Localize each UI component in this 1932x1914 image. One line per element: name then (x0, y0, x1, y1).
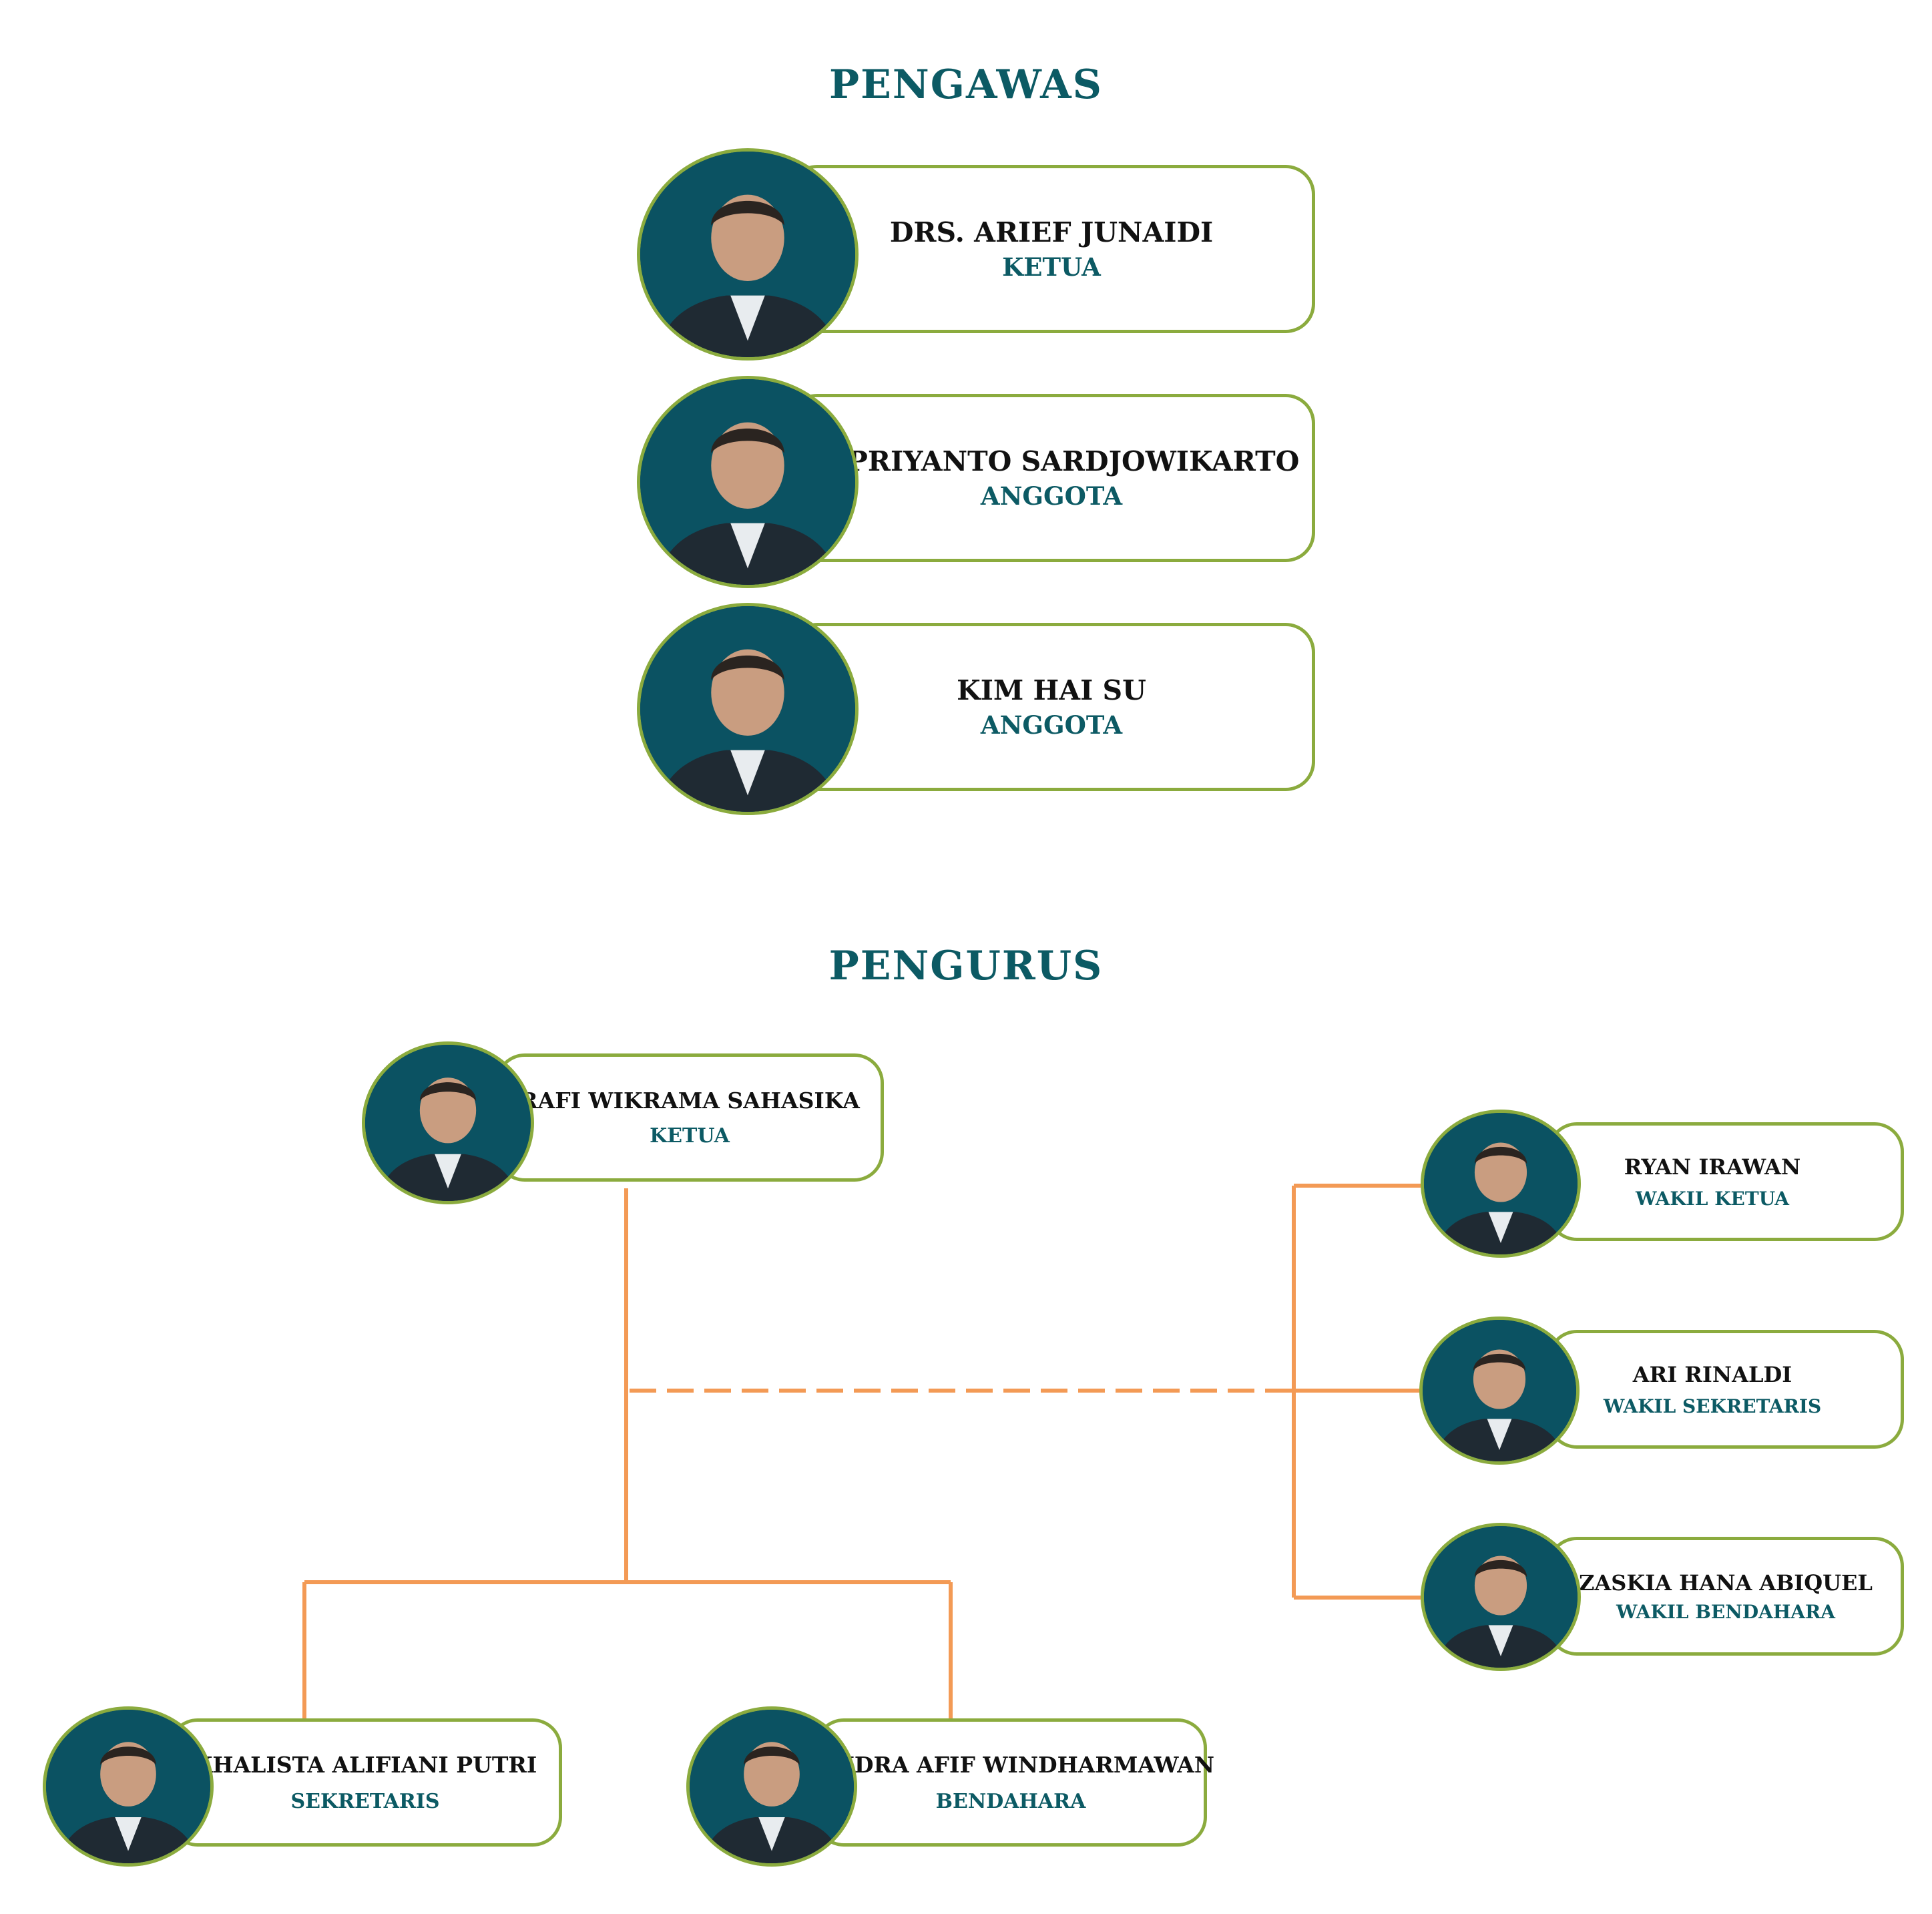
card-pengurus-wakil-ketua: RYAN IRAWAN WAKIL KETUA (1547, 1122, 1904, 1241)
card-pengawas-anggota-2: KIM HAI SU ANGGOTA (788, 623, 1315, 791)
member-name: KIM HAI SU (957, 674, 1146, 706)
member-name: RAFI WIKRAMA SAHASIKA (519, 1088, 860, 1114)
member-role: SEKRETARIS (290, 1790, 440, 1813)
card-pengawas-ketua: DRS. ARIEF JUNAIDI KETUA (788, 165, 1315, 333)
avatar-khalista-alifiani-putri (43, 1706, 214, 1867)
pengawas-title: PENGAWAS (829, 61, 1103, 108)
pengurus-title: PENGURUS (828, 943, 1104, 989)
card-pengurus-bendahara: JENDRA AFIF WINDHARMAWAN BENDAHARA (807, 1718, 1214, 1847)
avatar-kim-hai-su (637, 603, 859, 815)
member-role: KETUA (1002, 252, 1101, 282)
member-role: ANGGOTA (980, 710, 1123, 740)
member-name: ZASKIA HANA ABIQUEL (1579, 1570, 1873, 1596)
card-pengurus-ketua: RAFI WIKRAMA SAHASIKA KETUA (495, 1053, 884, 1182)
member-name: ARI RINALDI (1632, 1361, 1792, 1387)
avatar-zaskia-hana-abiquel (1421, 1523, 1581, 1671)
member-role: WAKIL BENDAHARA (1616, 1600, 1836, 1623)
card-pengawas-anggota-1: SUPRIYANTO SARDJOWIKARTO ANGGOTA (788, 394, 1315, 562)
member-role: WAKIL KETUA (1635, 1187, 1790, 1210)
avatar-rafi-wikrama-sahasika (362, 1041, 534, 1204)
avatar-ryan-irawan (1421, 1110, 1581, 1258)
member-name: DRS. ARIEF JUNAIDI (889, 216, 1214, 248)
card-pengurus-wakil-sekretaris: ARI RINALDI WAKIL SEKRETARIS (1547, 1330, 1904, 1449)
member-name: RYAN IRAWAN (1624, 1154, 1801, 1180)
member-name: JENDRA AFIF WINDHARMAWAN (806, 1752, 1215, 1778)
card-pengurus-wakil-bendahara: ZASKIA HANA ABIQUEL WAKIL BENDAHARA (1547, 1537, 1904, 1656)
member-name: KHALISTA ALIFIANI PUTRI (193, 1752, 537, 1778)
avatar-ari-rinaldi (1419, 1317, 1580, 1465)
avatar-supriyanto-sardjowikarto (637, 376, 859, 588)
member-role: ANGGOTA (980, 481, 1123, 511)
member-role: BENDAHARA (935, 1790, 1086, 1813)
member-name: SUPRIYANTO SARDJOWIKARTO (803, 445, 1300, 477)
member-role: WAKIL SEKRETARIS (1603, 1395, 1822, 1417)
avatar-jendra-afif-windharmawan (686, 1706, 857, 1867)
card-pengurus-sekretaris: KHALISTA ALIFIANI PUTRI SEKRETARIS (168, 1718, 562, 1847)
avatar-arief-junaidi (637, 148, 859, 361)
member-role: KETUA (650, 1124, 730, 1148)
